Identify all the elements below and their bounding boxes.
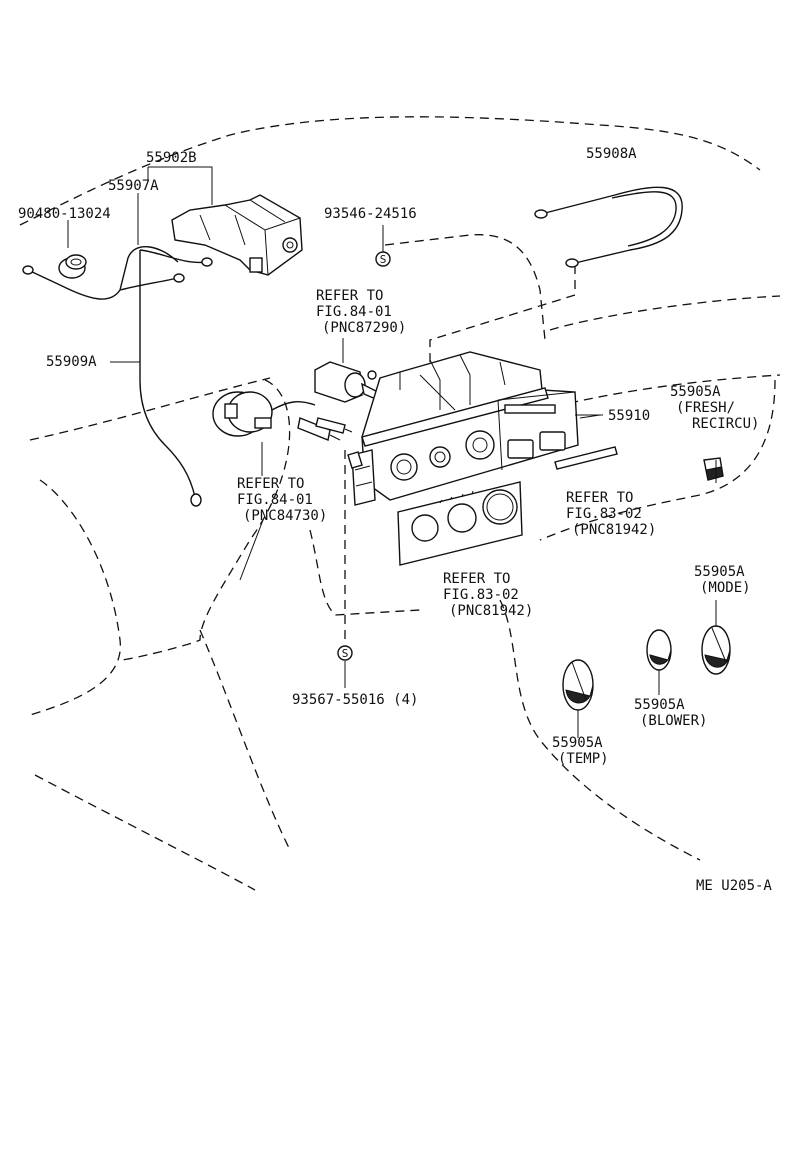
- wire-harness-branch: [119, 249, 206, 291]
- screw-symbol-93546: S: [379, 253, 387, 266]
- label-93567-55016: 93567-55016 (4): [292, 692, 419, 708]
- heater-control-55910: [351, 351, 579, 506]
- indicator-lens: [554, 446, 618, 470]
- label-blower-sub: (BLOWER): [640, 713, 708, 729]
- control-cable-55908a: [544, 186, 683, 264]
- dashboard-outline-lower: [34, 379, 291, 891]
- label-55905a-temp: 55905A: [552, 735, 603, 751]
- ref3-line2: FIG.83-02: [566, 506, 642, 522]
- label-temp-sub: (TEMP): [558, 751, 609, 767]
- label-recircu-sub: RECIRCU): [692, 416, 760, 432]
- screw-symbol-93567: S: [341, 647, 349, 660]
- label-55908a: 55908A: [586, 146, 637, 162]
- leader-lines: [67, 166, 717, 738]
- ref4-line1: REFER TO: [443, 571, 511, 587]
- label-90480-13024: 90480-13024: [18, 206, 111, 222]
- ref1-line1: REFER TO: [316, 288, 384, 304]
- label-55905a-fresh: 55905A: [670, 384, 721, 400]
- blower-switch-pnc84730: [212, 391, 353, 441]
- mounting-clip: [347, 451, 363, 469]
- knob-fresh-recircu: [703, 457, 724, 481]
- ref4-line2: FIG.83-02: [443, 587, 519, 603]
- ref4-line3: (PNC81942): [449, 603, 534, 619]
- label-55910: 55910: [608, 408, 651, 424]
- dashboard-outline-top: [19, 116, 761, 226]
- grommet-90480-13024: [58, 254, 87, 279]
- figure-code: ME U205-A: [696, 878, 772, 894]
- console-outline-right: [539, 379, 776, 541]
- knob-temp: [562, 659, 594, 711]
- cable-route: [384, 234, 576, 370]
- control-panel-face: [397, 481, 523, 566]
- label-55909a: 55909A: [46, 354, 97, 370]
- servo-motor-55902b: [171, 194, 303, 276]
- knob-mode: [701, 625, 731, 675]
- wire-harness-55909a: [27, 245, 196, 498]
- control-cable-55908a-inner: [611, 191, 677, 247]
- label-mode-sub: (MODE): [700, 580, 751, 596]
- ref2-line1: REFER TO: [237, 476, 305, 492]
- knob-blower: [646, 629, 672, 671]
- console-outline-bottom: [309, 529, 701, 861]
- label-55905a-mode: 55905A: [694, 564, 745, 580]
- dashboard-outline-left: [29, 479, 121, 716]
- label-55907a: 55907A: [108, 178, 159, 194]
- ref1-line2: FIG.84-01: [316, 304, 392, 320]
- ref2-line2: FIG.84-01: [237, 492, 313, 508]
- label-55902b: 55902B: [146, 150, 197, 166]
- label-93546-24516: 93546-24516: [324, 206, 417, 222]
- label-fresh-sub: (FRESH/: [676, 400, 736, 416]
- ref1-line3: (PNC87290): [322, 320, 407, 336]
- ref2-line3: (PNC84730): [243, 508, 328, 524]
- ref3-line3: (PNC81942): [572, 522, 657, 538]
- label-55905a-blower: 55905A: [634, 697, 685, 713]
- ref3-line1: REFER TO: [566, 490, 634, 506]
